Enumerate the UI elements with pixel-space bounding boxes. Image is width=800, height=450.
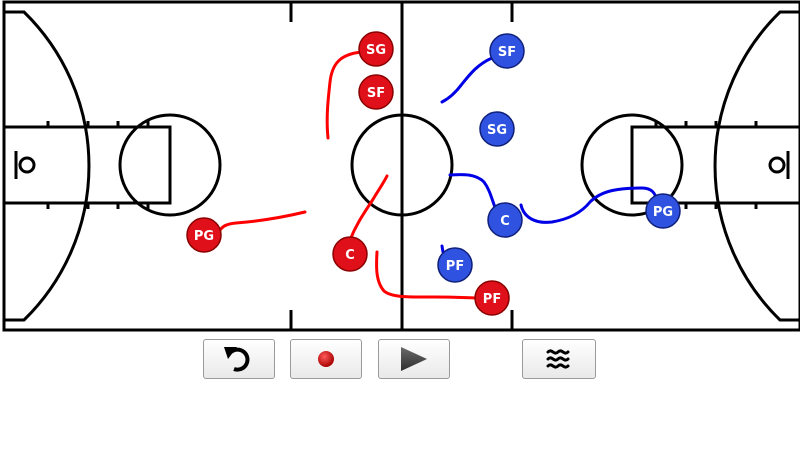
center-circle xyxy=(350,113,454,217)
defense-player-pf[interactable]: PF xyxy=(437,247,473,283)
offense-player-sg[interactable]: SG xyxy=(358,31,394,67)
offense-paths xyxy=(216,50,480,300)
record-icon xyxy=(318,351,334,367)
defense-player-sf[interactable]: SF xyxy=(489,33,525,69)
defense-player-c[interactable]: C xyxy=(487,202,523,238)
play-icon xyxy=(401,347,427,371)
player-label: PF xyxy=(446,259,464,274)
court-lines xyxy=(2,0,800,332)
player-label: SF xyxy=(498,45,516,60)
offense-player-c[interactable]: C xyxy=(332,236,368,272)
defense-player-sg[interactable]: SG xyxy=(479,111,515,147)
undo-icon xyxy=(224,347,250,372)
offense-player-pf[interactable]: PF xyxy=(474,280,510,316)
offense-player-pg[interactable]: PG xyxy=(186,217,222,253)
right-basket xyxy=(768,156,786,174)
defense-paths xyxy=(440,56,658,254)
player-label: C xyxy=(345,248,355,263)
defense-path-pg xyxy=(519,186,658,224)
offense-path-sg xyxy=(325,50,364,140)
player-label: SG xyxy=(366,43,386,58)
offense-player-sf[interactable]: SF xyxy=(358,74,394,110)
defense-path-sf xyxy=(440,56,494,104)
defense-player-pg[interactable]: PG xyxy=(645,193,681,229)
defense-path-pf xyxy=(440,244,445,254)
defense-path-c xyxy=(448,173,498,212)
undo-button[interactable] xyxy=(203,339,275,379)
player-label: PG xyxy=(653,205,673,220)
offense-path-pg xyxy=(216,210,307,235)
left-free-throw-circle xyxy=(118,113,222,217)
offense-path-c xyxy=(348,174,389,242)
left-basket xyxy=(18,156,36,174)
shuffle-icon xyxy=(546,349,570,369)
left-three-point-line xyxy=(4,10,91,322)
basketball-court[interactable]: SG SF PG C PF SF SG C PG PF xyxy=(0,0,800,332)
right-three-point-line xyxy=(713,10,800,322)
record-button[interactable] xyxy=(290,339,362,379)
player-label: SG xyxy=(487,123,507,138)
play-button[interactable] xyxy=(378,339,450,379)
player-label: PF xyxy=(483,292,501,307)
player-label: C xyxy=(500,214,510,229)
player-label: PG xyxy=(194,229,214,244)
player-label: SF xyxy=(367,86,385,101)
right-free-throw-circle xyxy=(580,113,684,217)
offense-path-pf xyxy=(375,250,480,300)
shuffle-button[interactable] xyxy=(522,339,596,379)
